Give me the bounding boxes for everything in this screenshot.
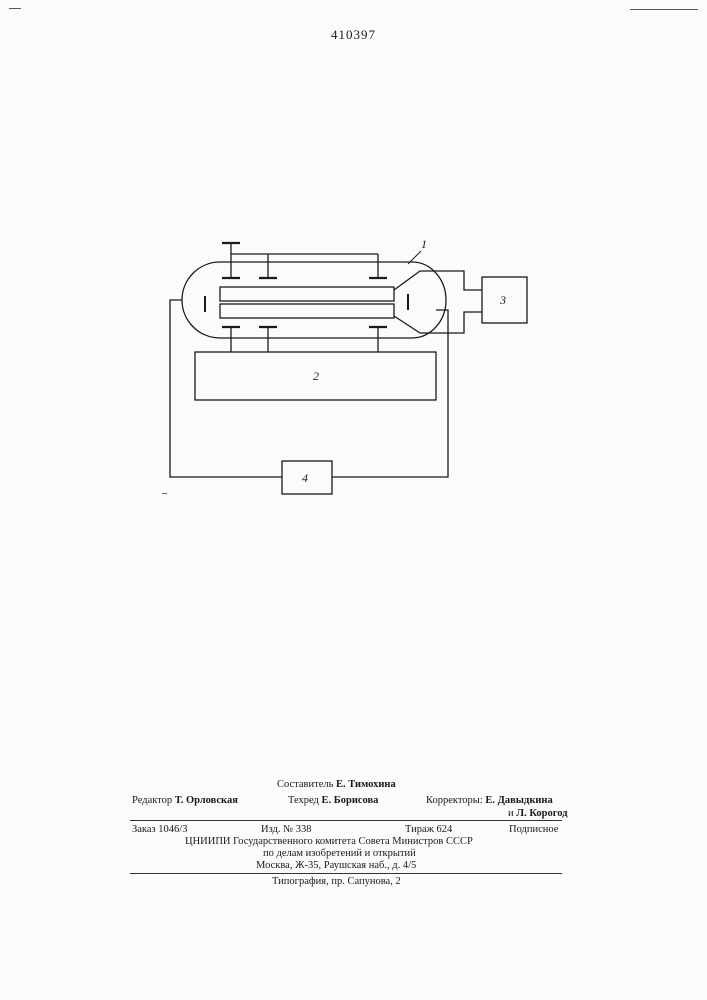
organization-line-2: по делам изобретений и открытий xyxy=(263,848,416,859)
edition-number: Изд. № 338 xyxy=(261,824,312,835)
organization-line-1: ЦНИИПИ Государственного комитета Совета … xyxy=(185,836,473,847)
techred-name: Е. Борисова xyxy=(322,795,379,806)
techred-prefix: Техред xyxy=(288,795,319,806)
techred-line: Техред Е. Борисова xyxy=(288,795,378,806)
organization-address: Москва, Ж-35, Раушская наб., д. 4/5 xyxy=(256,860,416,871)
correctors-line: Корректоры: Е. Давыдкина xyxy=(426,795,553,806)
imprint-divider-top xyxy=(130,820,562,821)
printing-house: Типография, пр. Сапунова, 2 xyxy=(272,876,401,887)
correctors-line-2: и Л. Корогод xyxy=(508,808,568,819)
label-tube: 1 xyxy=(421,237,427,251)
editor-prefix: Редактор xyxy=(132,795,172,806)
order-number: Заказ 1046/3 xyxy=(132,824,187,835)
tube-envelope xyxy=(182,262,446,338)
compiler-line: Составитель Е. Тимохина xyxy=(277,779,396,790)
upper-inner-electrode xyxy=(220,287,394,301)
device-schematic: 1 2 3 4 xyxy=(0,0,707,520)
imprint-divider-bottom xyxy=(130,873,562,874)
label-block-2: 2 xyxy=(313,369,319,383)
margin-mark xyxy=(162,493,167,494)
compiler-name: Е. Тимохина xyxy=(336,779,396,790)
lower-inner-electrode xyxy=(220,304,394,318)
subscription-note: Подписное xyxy=(509,824,558,835)
label-block-3: 3 xyxy=(499,293,506,307)
label-block-4: 4 xyxy=(302,471,308,485)
correctors-prefix: Корректоры: xyxy=(426,795,483,806)
editor-line: Редактор Т. Орловская xyxy=(132,795,238,806)
corrector-2-prefix: и xyxy=(508,808,514,819)
corrector-2: Л. Корогод xyxy=(516,808,567,819)
print-run: Тираж 624 xyxy=(405,824,452,835)
corrector-1: Е. Давыдкина xyxy=(485,795,552,806)
editor-name: Т. Орловская xyxy=(175,795,238,806)
compiler-prefix: Составитель xyxy=(277,779,333,790)
